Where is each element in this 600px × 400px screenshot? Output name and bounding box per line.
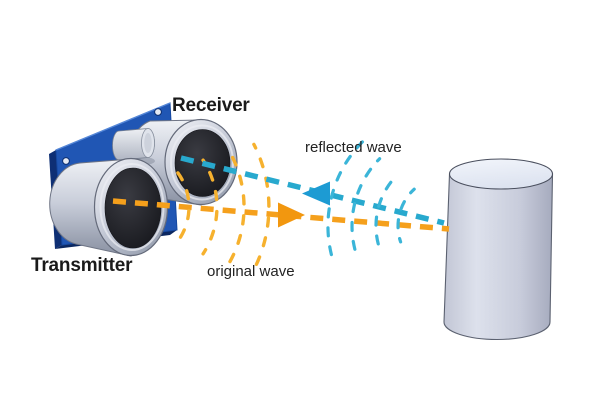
cylinder-body bbox=[443, 173, 554, 341]
reflected-wave bbox=[180, 140, 445, 260]
reflected-wave-arrow bbox=[302, 181, 330, 206]
wavefront-arc bbox=[374, 173, 399, 247]
receiver-label: Receiver bbox=[172, 95, 250, 116]
wavefront-arc bbox=[227, 148, 246, 266]
receiver-transducer bbox=[127, 118, 238, 206]
transmitter-transducer bbox=[49, 157, 169, 257]
receiver-rim-highlight bbox=[170, 124, 234, 201]
crystal-cap-inner bbox=[144, 133, 152, 153]
wavefront-arc bbox=[326, 140, 364, 260]
pcb-top-highlight bbox=[55, 102, 171, 151]
screw-hole bbox=[62, 157, 70, 165]
original-wavefront-arcs bbox=[176, 142, 271, 272]
target-cylinder bbox=[443, 158, 554, 341]
original-wave bbox=[112, 142, 450, 272]
wavefront-arc bbox=[350, 157, 382, 254]
original-wave-label: original wave bbox=[207, 263, 295, 280]
wavefront-arc bbox=[396, 187, 416, 244]
original-wave-arrow bbox=[278, 202, 305, 228]
screw-hole bbox=[154, 108, 162, 116]
wavefront-arc bbox=[252, 142, 271, 272]
sensor-module bbox=[49, 102, 238, 257]
reflected-wavefront-arcs bbox=[326, 140, 416, 260]
cylinder-top bbox=[448, 158, 554, 190]
original-wave-line bbox=[112, 198, 450, 232]
wavefront-arc bbox=[176, 171, 191, 243]
transmitter-label: Transmitter bbox=[31, 255, 133, 276]
reflected-wave-label: reflected wave bbox=[305, 139, 402, 156]
transmitter-aperture bbox=[104, 167, 162, 249]
